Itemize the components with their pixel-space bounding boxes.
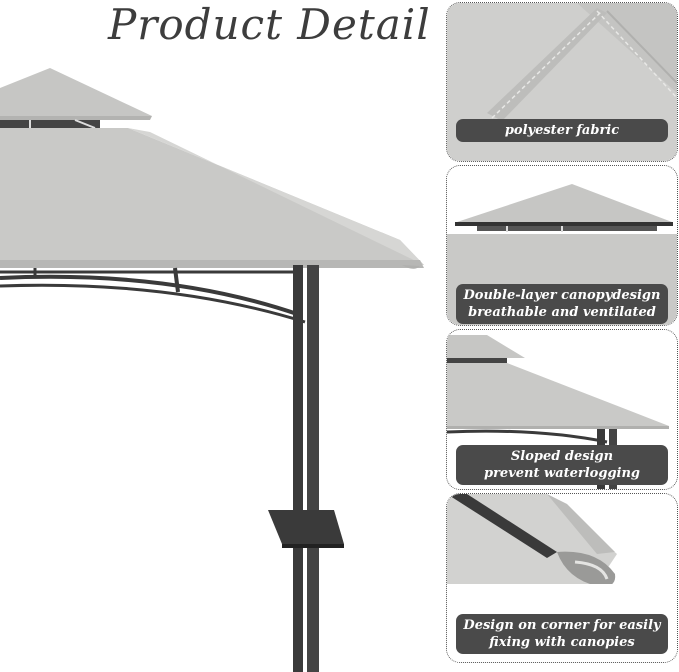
- feature-panel-sloped: Sloped design prevent waterlogging: [446, 329, 678, 490]
- feature-panel-fabric: polyester fabric: [446, 2, 678, 162]
- page-title: Product Detail: [108, 0, 431, 49]
- feature-caption: Double-layer canopydesign breathable and…: [456, 284, 668, 324]
- feature-panel-double-layer: Double-layer canopydesign breathable and…: [446, 165, 678, 326]
- gazebo-illustration: [0, 68, 424, 672]
- rear-post: [307, 265, 319, 672]
- top-canopy: [0, 68, 152, 116]
- feature-panel-corner: Design on corner for easily fixing with …: [446, 493, 678, 663]
- frame-arch: [0, 274, 301, 317]
- side-shelf: [268, 510, 344, 544]
- feature-caption: Design on corner for easily fixing with …: [456, 614, 668, 654]
- feature-caption: polyester fabric: [456, 119, 668, 142]
- feature-caption: Sloped design prevent waterlogging: [456, 445, 668, 485]
- main-canopy: [0, 128, 424, 265]
- front-post: [293, 265, 303, 672]
- vent-gap: [0, 120, 100, 128]
